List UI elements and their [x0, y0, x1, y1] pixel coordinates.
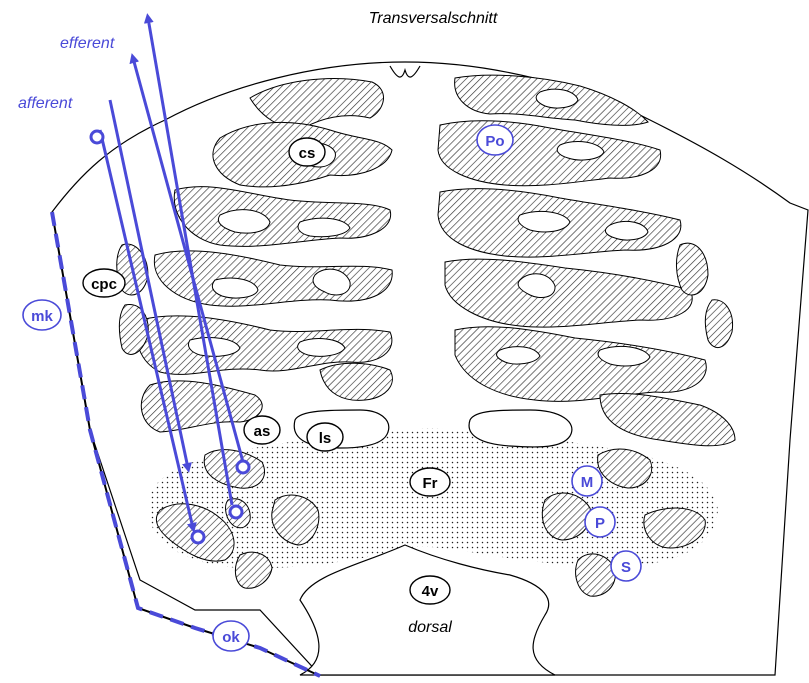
title: Transversalschnitt: [369, 10, 498, 27]
label-ls: ls: [307, 423, 343, 451]
efferent-start-ring-2: [230, 506, 242, 518]
efferent-start-ring-1: [237, 461, 249, 473]
label-s: S: [611, 551, 641, 581]
label-ok: ok: [213, 621, 249, 651]
label-fr: Fr: [410, 468, 450, 496]
label-fr-text: Fr: [423, 475, 438, 492]
afferent-label: afferent: [18, 95, 73, 112]
dorsal-label: dorsal: [408, 619, 452, 636]
label-m: M: [572, 466, 602, 496]
label-p: P: [585, 507, 615, 537]
label-cs: cs: [289, 138, 325, 166]
ls-right-shape: [469, 410, 572, 447]
label-ls-text: ls: [319, 430, 332, 447]
label-as-text: as: [254, 423, 271, 440]
label-mk: mk: [23, 300, 61, 330]
efferent-label: efferent: [60, 35, 115, 52]
afferent-start-ring: [91, 131, 103, 143]
label-4v-text: 4v: [422, 583, 439, 600]
label-mk-text: mk: [31, 308, 53, 325]
label-cs-text: cs: [299, 145, 316, 162]
label-m-text: M: [581, 474, 594, 491]
label-4v: 4v: [410, 576, 450, 604]
label-cpc-text: cpc: [91, 276, 117, 293]
label-po: Po: [477, 125, 513, 155]
label-s-text: S: [621, 559, 631, 576]
label-cpc: cpc: [83, 269, 125, 297]
label-p-text: P: [595, 515, 605, 532]
label-as: as: [244, 416, 280, 444]
afferent-end-ring: [192, 531, 204, 543]
label-ok-text: ok: [222, 629, 240, 646]
label-po-text: Po: [485, 133, 504, 150]
